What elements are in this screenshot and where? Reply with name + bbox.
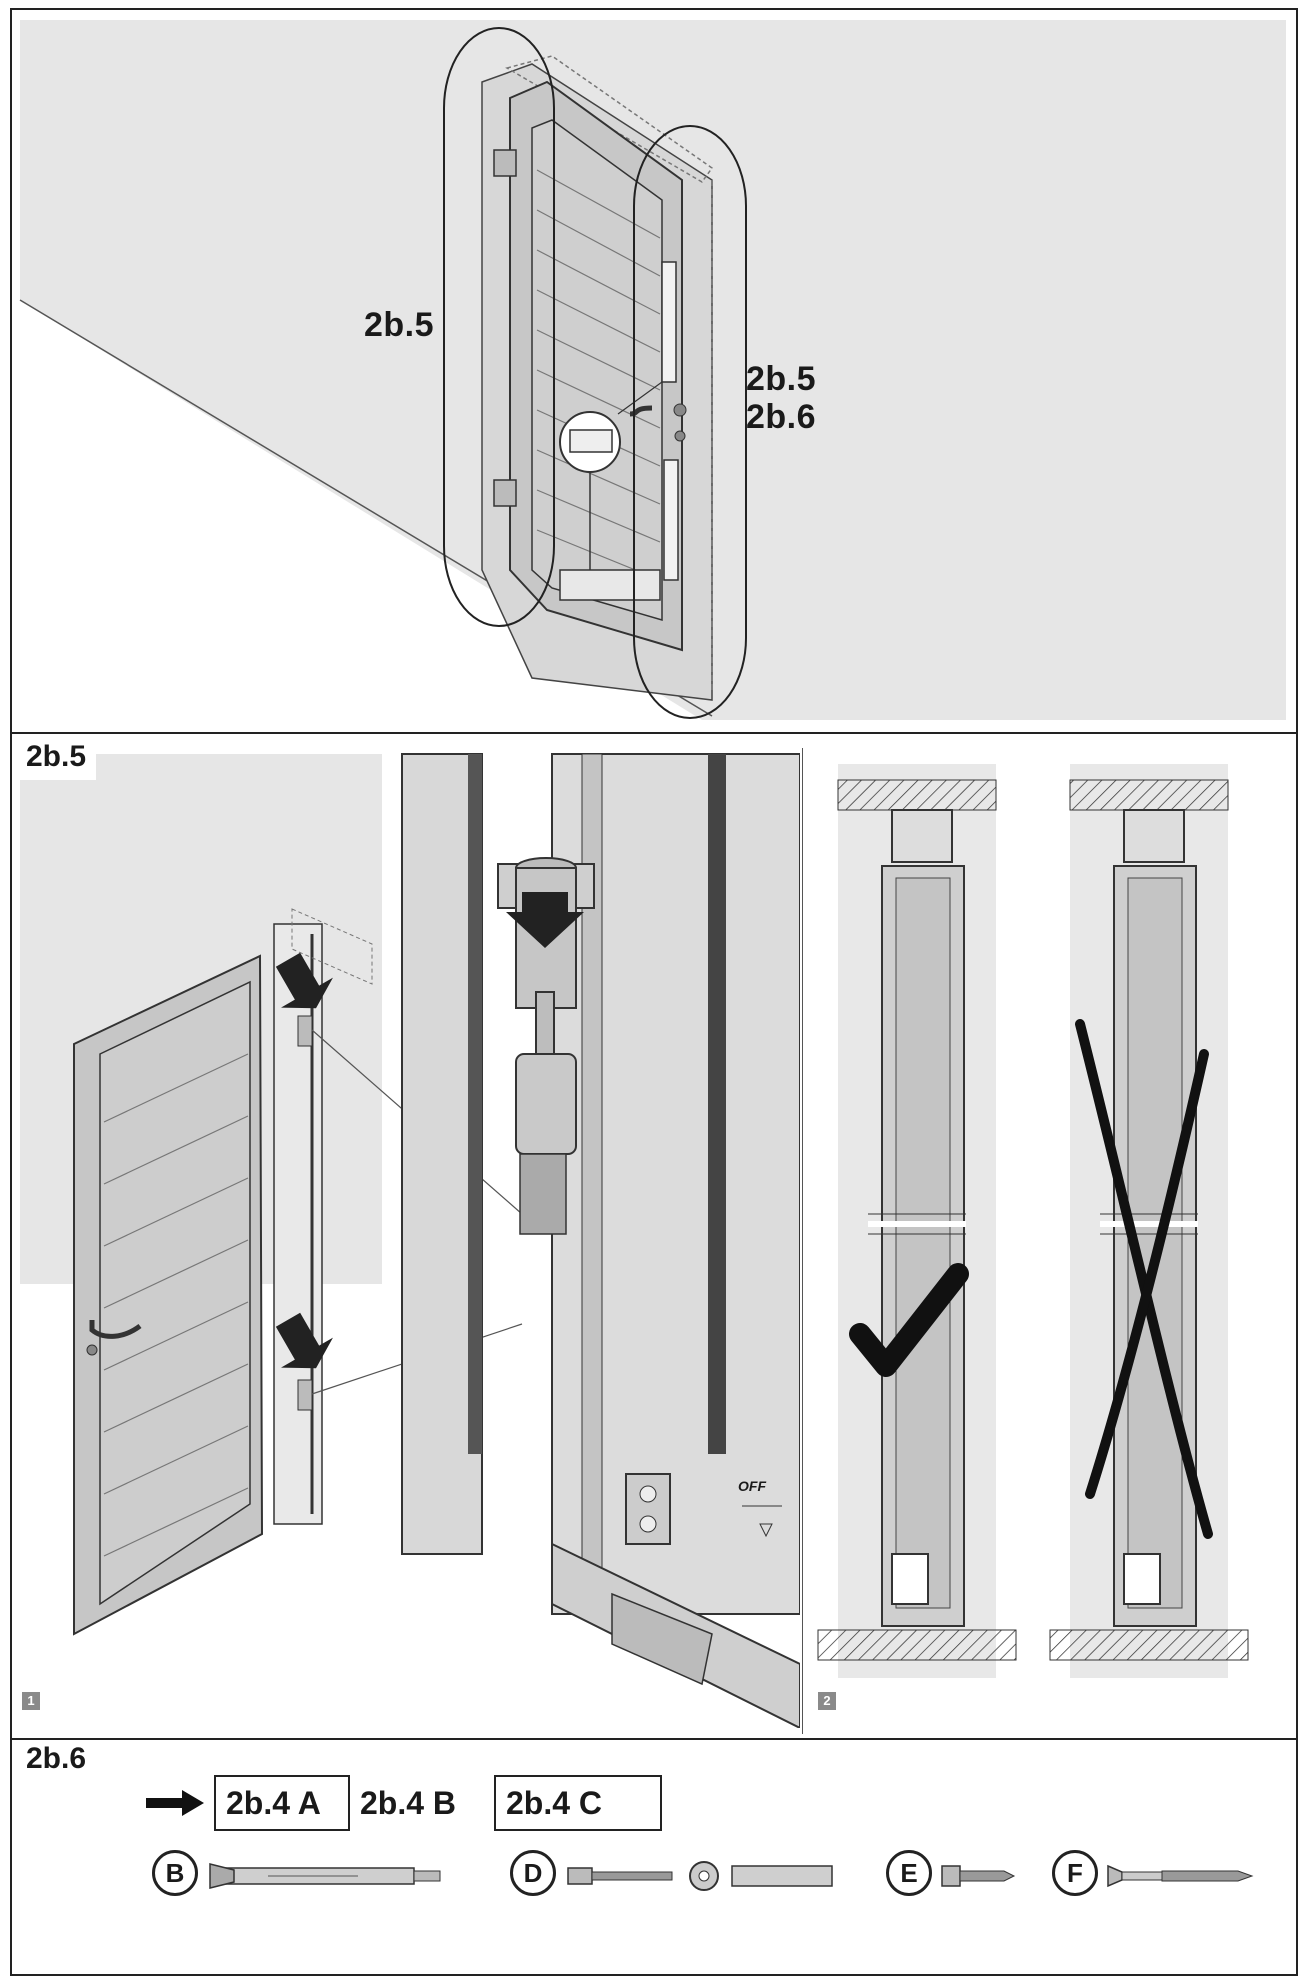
door-overview-illustration (19, 20, 1286, 720)
cross-icon (1075, 1019, 1213, 1539)
reference-list: 2b.4 A 2b.4 B 2b.4 C (214, 1775, 662, 1831)
step-number-2: 2 (818, 1692, 836, 1710)
long-screw-icon (1107, 1864, 1254, 1888)
section-2b5-step2: 2 (808, 734, 1294, 1728)
floor-label: OFF (738, 1478, 766, 1494)
checkmark-icon (849, 1263, 969, 1377)
reference-2b4b[interactable]: 2b.4 B (350, 1775, 494, 1831)
arrow-down-icon (506, 892, 584, 948)
alignment-comparison-illustration (817, 764, 1249, 1678)
arrow-right-icon (146, 1790, 204, 1816)
callout-label-left: 2b.5 (364, 306, 435, 344)
part-badge-f: F (1052, 1850, 1098, 1896)
section-tag-2b5: 2b.5 (18, 738, 97, 780)
hinge-mount-illustration (20, 753, 800, 1728)
section-2b6: 2b.6 (12, 1740, 1296, 1974)
part-badge-e: E (886, 1850, 932, 1896)
section-tag-2b6: 2b.6 (18, 1740, 97, 1782)
section-divider-2 (12, 1738, 1296, 1740)
part-badge-b: B (152, 1850, 198, 1896)
overview-panel: 2b.5 2b.5 2b.6 (12, 10, 1296, 732)
section-divider-1 (12, 732, 1296, 734)
vertical-divider (802, 748, 803, 1734)
callout-label-right-2: 2b.6 (746, 398, 817, 436)
section-2b5-step1: 2b.5 OFF 1 (12, 734, 800, 1728)
part-badge-d: D (510, 1850, 556, 1896)
short-screw-icon (941, 1865, 1016, 1887)
reference-2b4a[interactable]: 2b.4 A (214, 1775, 350, 1831)
instruction-page: 2b.5 2b.5 2b.6 (10, 8, 1298, 1976)
frame-anchor-icon (209, 1863, 441, 1889)
callout-label-right-1: 2b.5 (746, 360, 817, 398)
screw-washer-plug-icon (567, 1861, 833, 1891)
reference-2b4c[interactable]: 2b.4 C (494, 1775, 662, 1831)
step-number-1: 1 (22, 1692, 40, 1710)
